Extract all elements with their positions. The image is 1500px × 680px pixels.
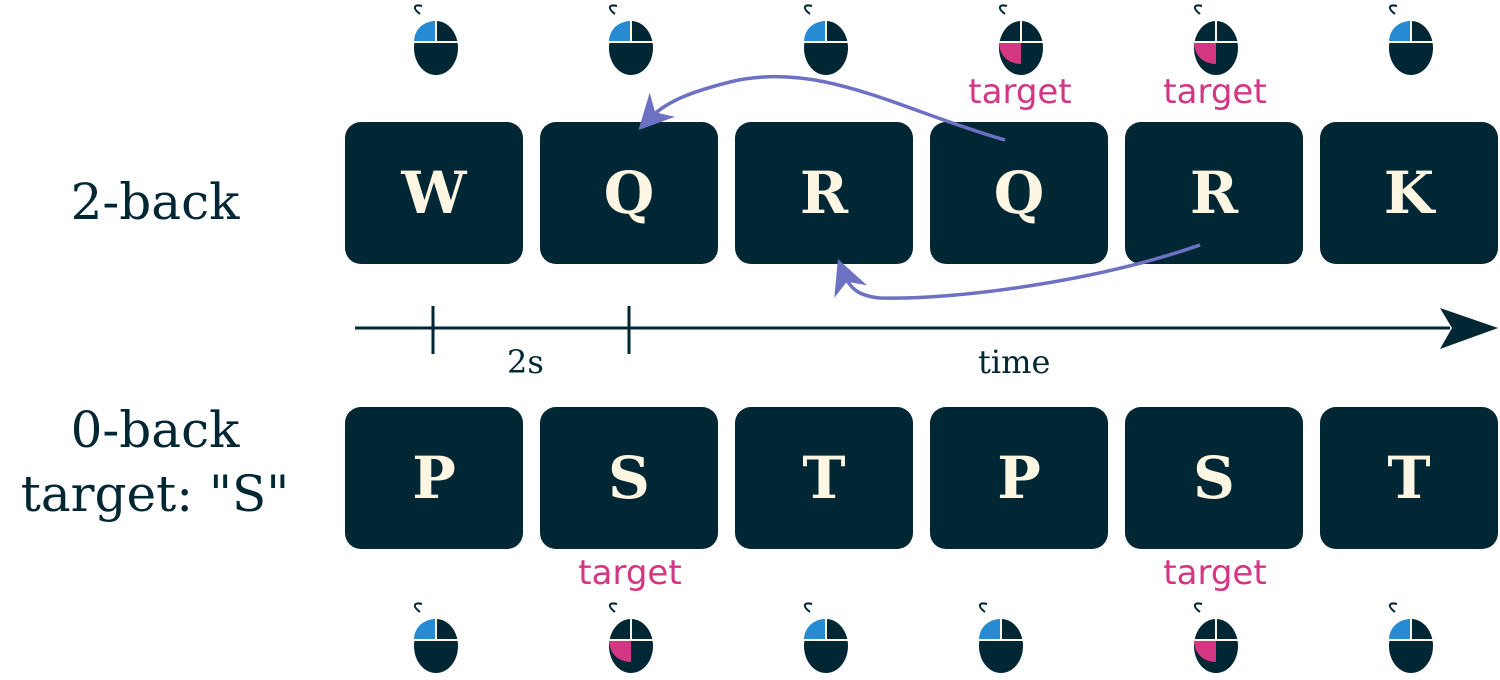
zero-back-tile: P (930, 407, 1108, 549)
two-back-tile: Q (540, 122, 718, 264)
computer-mouse-icon (999, 4, 1043, 75)
mouse-left-button (804, 619, 826, 640)
mouse-left-button (414, 21, 436, 42)
zero-back-target-label: target (1163, 553, 1267, 593)
computer-mouse-icon (1389, 602, 1433, 673)
interval-label: 2s (507, 343, 544, 381)
two-back-tile: R (735, 122, 913, 264)
zero-back-tile: P (345, 407, 523, 549)
two-back-tile: R (1125, 122, 1303, 264)
mouse-left-button (414, 619, 436, 640)
two-back-tile: Q (930, 122, 1108, 264)
computer-mouse-icon (804, 602, 848, 673)
zero-back-tile: S (540, 407, 718, 549)
zero-back-target-label: target (578, 553, 682, 593)
two-back-tile: W (345, 122, 523, 264)
computer-mouse-icon (414, 602, 458, 673)
computer-mouse-icon (804, 4, 848, 75)
arrow-right-icon (1440, 308, 1498, 349)
mouse-left-button (1194, 42, 1216, 64)
computer-mouse-icon (609, 4, 653, 75)
computer-mouse-icon (979, 602, 1023, 673)
time-axis-label: time (978, 343, 1051, 381)
mouse-left-button (1389, 21, 1411, 42)
mouse-left-button (999, 42, 1021, 64)
two-back-label: 2-back (70, 173, 240, 231)
computer-mouse-icon (414, 4, 458, 75)
zero-back-label: 0-back target: "S" (0, 398, 310, 526)
mouse-left-button (804, 21, 826, 42)
curved-arrow-icon (638, 74, 1006, 142)
computer-mouse-icon (1194, 602, 1238, 673)
mouse-left-button (609, 21, 631, 42)
two-back-target-label: target (1163, 72, 1267, 112)
zero-back-label-line2: target: "S" (20, 465, 290, 523)
zero-back-tile: T (1320, 407, 1498, 549)
computer-mouse-icon (609, 602, 653, 673)
two-back-target-label: target (968, 72, 1072, 112)
two-back-tile: K (1320, 122, 1498, 264)
mouse-left-button (979, 619, 1001, 640)
zero-back-tile: S (1125, 407, 1303, 549)
mouse-left-button (1194, 640, 1216, 662)
computer-mouse-icon (1194, 4, 1238, 75)
curved-arrow-icon (834, 243, 1201, 300)
mouse-left-button (1389, 619, 1411, 640)
mouse-left-button (609, 640, 631, 662)
zero-back-label-line1: 0-back (70, 401, 240, 459)
computer-mouse-icon (1389, 4, 1433, 75)
zero-back-tile: T (735, 407, 913, 549)
